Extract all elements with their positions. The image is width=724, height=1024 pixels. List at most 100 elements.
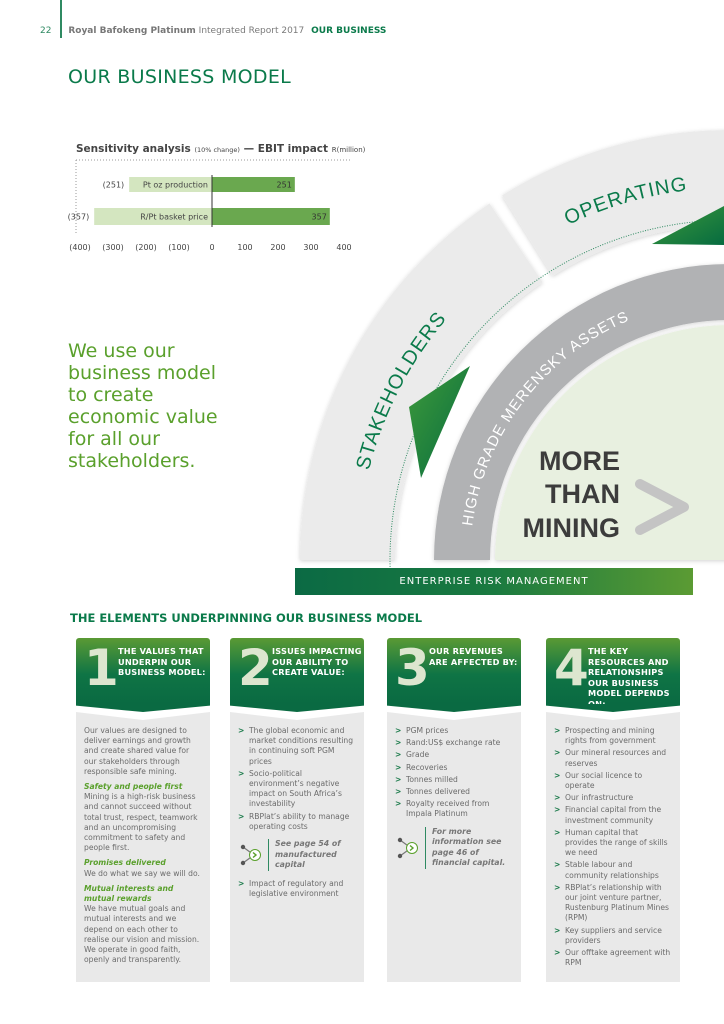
category-label: Pt oz production	[143, 181, 208, 190]
column-header: 4 THE KEY RESOURCES AND RELATIONSHIPS OU…	[546, 638, 680, 709]
list-item: Key suppliers and service providers	[554, 926, 672, 946]
data-label-negative: (357)	[68, 213, 90, 222]
assets-band	[434, 264, 724, 560]
data-label-positive: 251	[277, 181, 292, 190]
column-number: 4	[554, 639, 589, 697]
category-label: R/Pt basket price	[140, 213, 208, 222]
x-tick-label: (300)	[102, 243, 124, 252]
core-line-1: MORE	[539, 446, 620, 476]
x-tick-label: (100)	[168, 243, 190, 252]
element-column-4: 4 THE KEY RESOURCES AND RELATIONSHIPS OU…	[546, 638, 680, 982]
column-body: PGM prices Rand:US$ exchange rate Grade …	[387, 712, 521, 982]
report-name: Integrated Report 2017	[198, 26, 305, 36]
bar-negative	[129, 177, 212, 192]
cross-reference[interactable]: See page 54 of manufactured capital	[240, 839, 356, 871]
column-number: 3	[395, 639, 430, 697]
enterprise-risk-management-bar: ENTERPRISE RISK MANAGEMENT	[295, 568, 693, 595]
list-item: RBPlat’s ability to manage operating cos…	[238, 812, 356, 832]
cross-reference-text: For more information see page 46 of fina…	[425, 826, 513, 869]
list-item: Financial capital from the investment co…	[554, 805, 672, 825]
list-item: Socio-political environment’s negative i…	[238, 769, 356, 810]
page-number: 22	[40, 26, 52, 36]
list-item: Royalty received from Impala Platinum	[395, 799, 513, 819]
value-heading: Safety and people first	[84, 782, 183, 792]
column-title: OUR REVENUES ARE AFFECTED BY:	[429, 646, 518, 667]
core-line-2: THAN	[545, 479, 620, 509]
chart-title-dash: —	[243, 143, 255, 155]
tagline: We use our business model to create econ…	[68, 340, 218, 472]
stakeholders-band	[300, 203, 543, 560]
x-tick-label: 0	[209, 243, 214, 252]
data-label-negative: (251)	[103, 181, 125, 190]
x-tick-label: 400	[336, 243, 351, 252]
column-header: 1 THE VALUES THAT UNDERPIN OUR BUSINESS …	[76, 638, 210, 704]
column-title: THE KEY RESOURCES AND RELATIONSHIPS OUR …	[588, 646, 670, 709]
list-item: The global economic and market condition…	[238, 726, 356, 767]
column-body: Our values are designed to deliver earni…	[76, 712, 210, 982]
list-item: Impact of regulatory and legislative env…	[238, 879, 356, 899]
chart-title-unit: R(million)	[331, 146, 366, 154]
list-item: Tonnes milled	[395, 775, 513, 785]
page-title: OUR BUSINESS MODEL	[68, 66, 292, 88]
element-column-3: 3 OUR REVENUES ARE AFFECTED BY: PGM pric…	[387, 638, 521, 982]
bar-negative	[94, 208, 212, 225]
list-item: Recoveries	[395, 763, 513, 773]
x-tick-label: (200)	[135, 243, 157, 252]
x-tick-label: 200	[270, 243, 285, 252]
value-heading: Mutual interests and mutual rewards	[84, 883, 174, 904]
list-item: Prospecting and mining rights from gover…	[554, 726, 672, 746]
core-line-3: MINING	[523, 513, 621, 543]
x-tick-label: 100	[237, 243, 252, 252]
bar-positive	[212, 208, 330, 225]
bar-positive	[212, 177, 295, 192]
value-heading: Promises delivered	[84, 858, 166, 868]
chart-title-main: Sensitivity analysis	[76, 143, 191, 155]
stakeholders-arrow-icon	[409, 366, 470, 478]
column-number: 2	[238, 639, 273, 697]
cross-reference[interactable]: For more information see page 46 of fina…	[397, 826, 513, 869]
list-item: Our infrastructure	[554, 793, 672, 803]
data-label-positive: 357	[312, 213, 327, 222]
list-item: Grade	[395, 750, 513, 760]
list-item: Our offtake agreement with RPM	[554, 948, 672, 968]
list-item: Rand:US$ exchange rate	[395, 738, 513, 748]
header-rule	[60, 0, 62, 38]
column-title: ISSUES IMPACTING OUR ABILITY TO CREATE V…	[272, 646, 362, 677]
list-item: Human capital that provides the range of…	[554, 828, 672, 859]
chart-title: Sensitivity analysis (10% change) — EBIT…	[76, 143, 365, 155]
element-column-2: 2 ISSUES IMPACTING OUR ABILITY TO CREATE…	[230, 638, 364, 982]
element-column-1: 1 THE VALUES THAT UNDERPIN OUR BUSINESS …	[76, 638, 210, 982]
column-header: 3 OUR REVENUES ARE AFFECTED BY:	[387, 638, 521, 704]
link-node-icon	[397, 837, 418, 858]
flow-dotted-line	[389, 219, 724, 572]
list-item: PGM prices	[395, 726, 513, 736]
column-body: The global economic and market condition…	[230, 712, 364, 982]
column-title: THE VALUES THAT UNDERPIN OUR BUSINESS MO…	[118, 646, 206, 677]
list-item: Our social licence to operate	[554, 771, 672, 791]
list-item: Stable labour and community relationship…	[554, 860, 672, 880]
values-intro: Our values are designed to deliver earni…	[84, 726, 191, 776]
list-item: Our mineral resources and reserves	[554, 748, 672, 768]
running-header: 22 Royal Bafokeng Platinum Integrated Re…	[40, 26, 386, 36]
column-header: 2 ISSUES IMPACTING OUR ABILITY TO CREATE…	[230, 638, 364, 704]
value-text: We do what we say we will do.	[84, 868, 200, 878]
column-number: 1	[84, 639, 119, 697]
list-item: RBPlat’s relationship with our joint ven…	[554, 883, 672, 924]
list-item: Tonnes delivered	[395, 787, 513, 797]
chevron-right-icon	[635, 479, 689, 535]
chart-title-impact: EBIT impact	[257, 143, 329, 155]
x-tick-label: 300	[303, 243, 318, 252]
company-name: Royal Bafokeng Platinum	[68, 26, 196, 36]
elements-heading: THE ELEMENTS UNDERPINNING OUR BUSINESS M…	[70, 611, 423, 625]
section-name: OUR BUSINESS	[311, 26, 387, 36]
operating-arrow-icon	[652, 206, 724, 245]
cross-reference-text: See page 54 of manufactured capital	[268, 839, 356, 871]
value-text: Mining is a high-risk business and canno…	[84, 792, 198, 853]
operating-band	[502, 130, 724, 276]
chart-title-change: (10% change)	[194, 146, 240, 154]
value-text: We have mutual goals and mutual interest…	[84, 904, 200, 965]
link-node-icon	[240, 844, 261, 865]
column-body: Prospecting and mining rights from gover…	[546, 712, 680, 982]
